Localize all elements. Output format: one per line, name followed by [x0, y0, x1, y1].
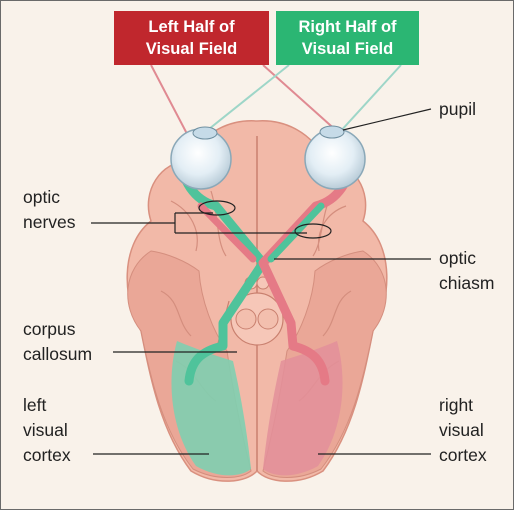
optic-chiasm-label: optic chiasm: [439, 246, 494, 296]
corpus-callosum-label: corpus callosum: [23, 317, 92, 367]
left-visual-field-banner: Left Half of Visual Field: [114, 11, 269, 65]
left-visual-cortex-label: left visual cortex: [23, 393, 71, 468]
right-visual-field-banner: Right Half of Visual Field: [276, 11, 419, 65]
optic-nerves-label: optic nerves: [23, 185, 76, 235]
pupil-label: pupil: [439, 97, 476, 122]
right-visual-cortex-label: right visual cortex: [439, 393, 487, 468]
right-eye: [305, 126, 365, 189]
